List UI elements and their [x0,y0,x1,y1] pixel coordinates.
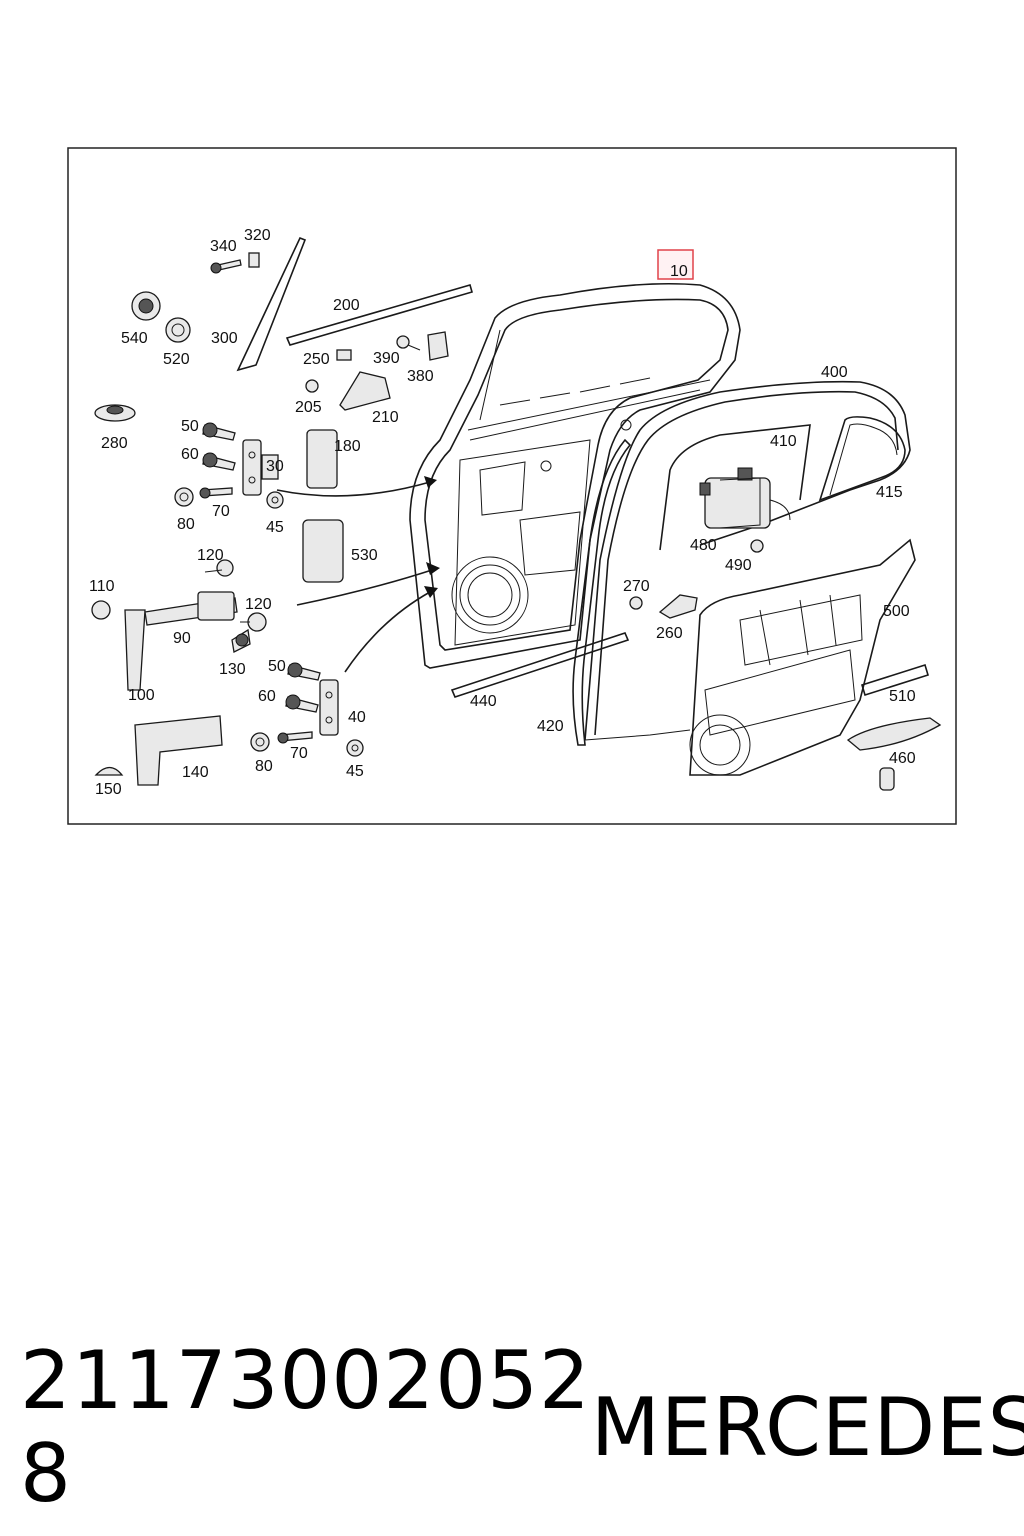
window-motor-drawing [699,467,791,529]
label-50-lower[interactable]: 50 [268,658,286,675]
label-60-lower[interactable]: 60 [258,688,276,705]
label-80-lower[interactable]: 80 [255,758,273,775]
label-60-upper[interactable]: 60 [181,446,199,463]
label-260[interactable]: 260 [656,625,683,642]
label-500[interactable]: 500 [883,603,910,620]
door-trim-panel-drawing [689,538,916,776]
label-120-upper[interactable]: 120 [197,547,224,564]
label-480[interactable]: 480 [690,537,717,554]
label-270[interactable]: 270 [623,578,650,595]
label-540[interactable]: 540 [121,330,148,347]
label-205[interactable]: 205 [295,399,322,416]
brand-name: MERCEDES [590,1380,1024,1474]
label-30[interactable]: 30 [266,458,284,475]
seal-strips-drawing [236,236,942,791]
label-420[interactable]: 420 [537,718,564,735]
label-180[interactable]: 180 [334,438,361,455]
label-520[interactable]: 520 [163,351,190,368]
label-280[interactable]: 280 [101,435,128,452]
door-shell-drawing [409,282,741,669]
window-frame-drawing [584,380,911,741]
label-100[interactable]: 100 [128,687,155,704]
label-250[interactable]: 250 [303,351,330,368]
label-45-upper[interactable]: 45 [266,519,284,536]
label-340[interactable]: 340 [210,238,237,255]
part-labels: 10 30 40 45 45 50 50 60 60 70 70 80 80 9… [89,227,916,798]
label-410[interactable]: 410 [770,433,797,450]
label-380[interactable]: 380 [407,368,434,385]
label-40[interactable]: 40 [348,709,366,726]
hinge-hardware-drawing [91,252,764,786]
label-415[interactable]: 415 [876,484,903,501]
label-150[interactable]: 150 [95,781,122,798]
label-490[interactable]: 490 [725,557,752,574]
label-210[interactable]: 210 [372,409,399,426]
label-130[interactable]: 130 [219,661,246,678]
label-400[interactable]: 400 [821,364,848,381]
label-200[interactable]: 200 [333,297,360,314]
label-510[interactable]: 510 [889,688,916,705]
label-70-upper[interactable]: 70 [212,503,230,520]
label-140[interactable]: 140 [182,764,209,781]
label-90[interactable]: 90 [173,630,191,647]
label-70-lower[interactable]: 70 [290,745,308,762]
label-80-upper[interactable]: 80 [177,516,195,533]
highlight-box [657,249,694,280]
label-390[interactable]: 390 [373,350,400,367]
caption: 21173002052​8 MERCEDES [20,1334,1024,1520]
label-10[interactable]: 10 [670,263,688,280]
label-45-lower[interactable]: 45 [346,763,364,780]
part-number: 21173002052​8 [20,1334,591,1520]
label-110[interactable]: 110 [89,578,115,595]
label-50-upper[interactable]: 50 [181,418,199,435]
assembly-arrows [276,476,440,673]
label-120-lower[interactable]: 120 [245,596,272,613]
label-530[interactable]: 530 [351,547,378,564]
label-300[interactable]: 300 [211,330,238,347]
label-460[interactable]: 460 [889,750,916,767]
label-320[interactable]: 320 [244,227,271,244]
label-440[interactable]: 440 [470,693,497,710]
